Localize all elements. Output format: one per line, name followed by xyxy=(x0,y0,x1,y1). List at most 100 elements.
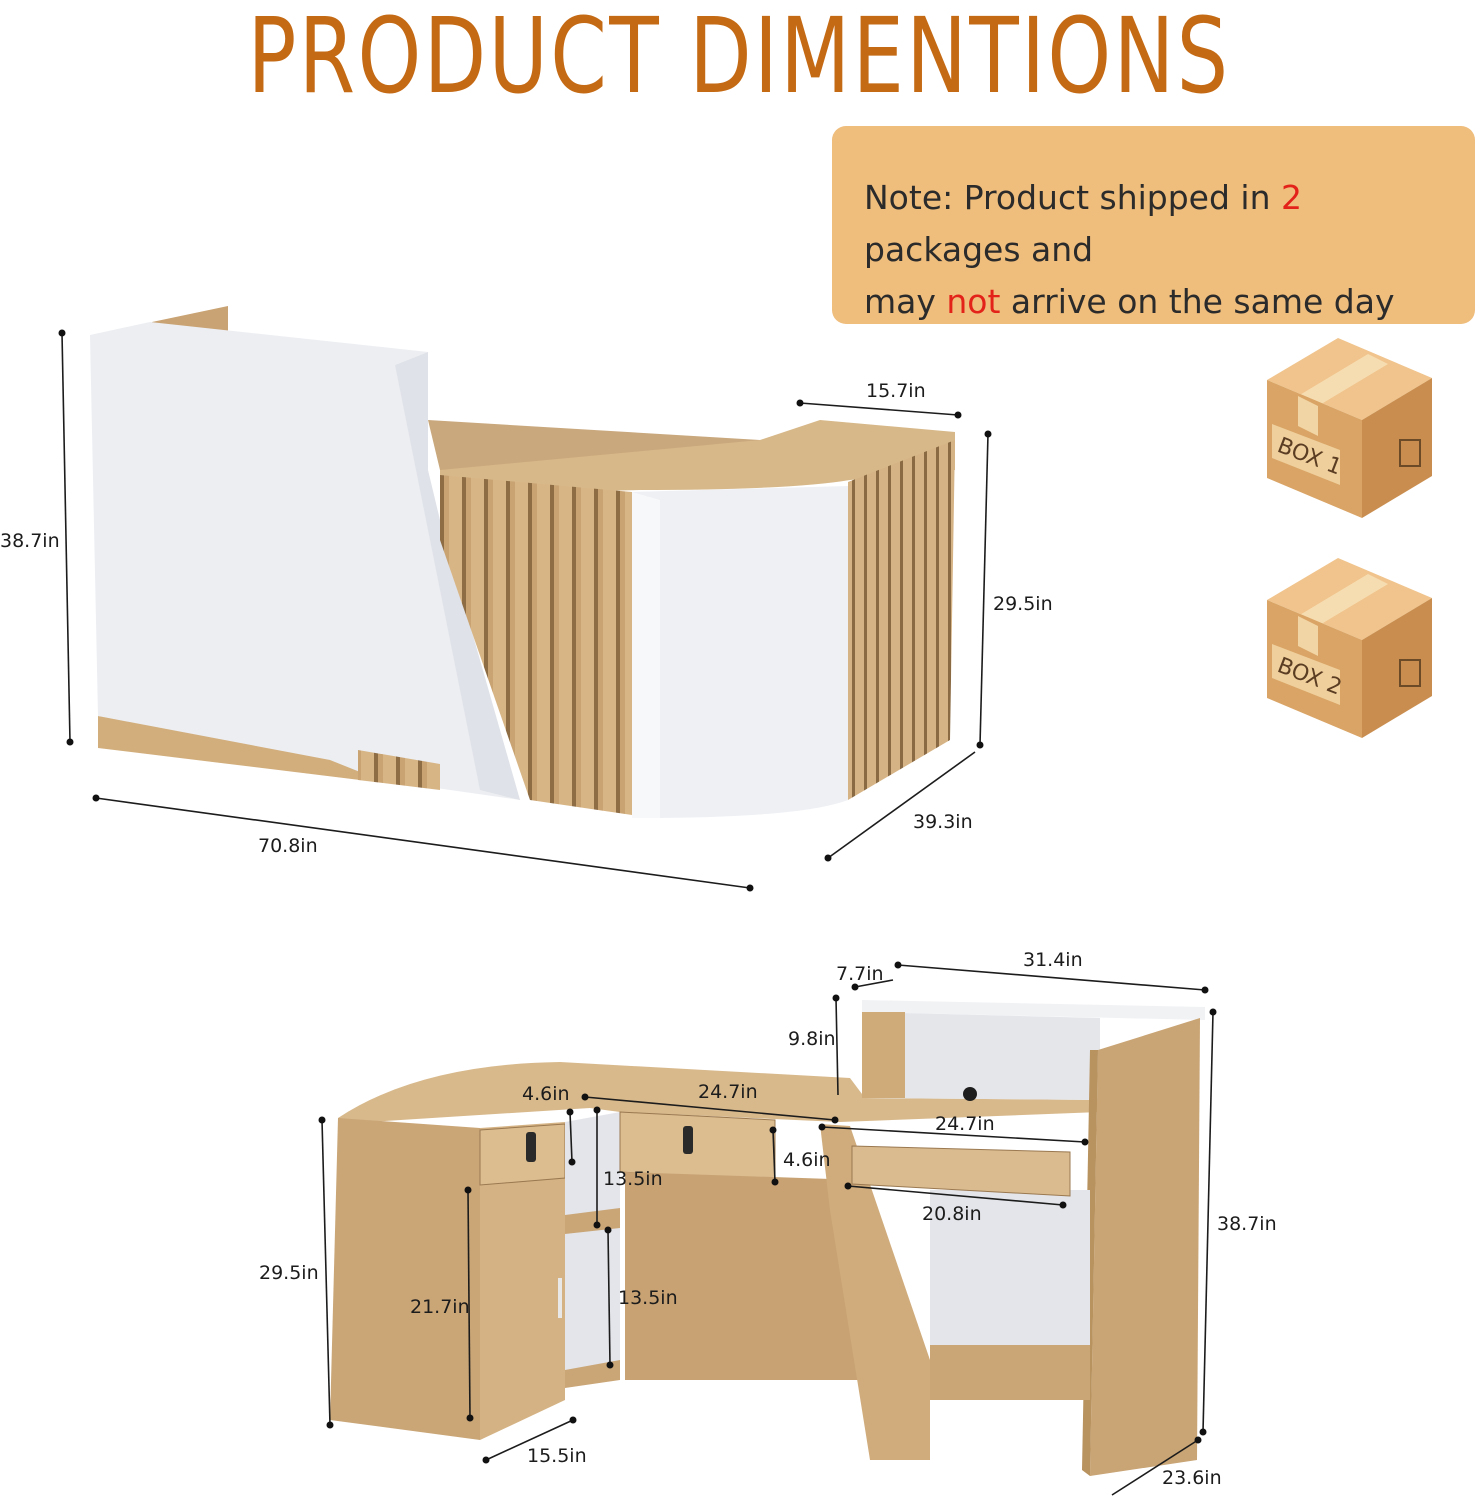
dim-endpoint xyxy=(1194,1436,1202,1444)
bottom-dimension-lines: 31.4in 7.7in 9.8in 4.6in 24.7in 24.7in 4… xyxy=(259,949,1277,1496)
dim-label-left-depth: 15.5in xyxy=(527,1445,587,1467)
box-1-tape-front xyxy=(1298,396,1318,436)
dim-endpoint xyxy=(984,430,992,438)
dim-endpoint xyxy=(844,1182,852,1190)
note-text-4: arrive on the same day xyxy=(1000,282,1395,321)
dim-endpoint xyxy=(824,854,832,862)
back-white-sheet xyxy=(930,1190,1090,1350)
note-package-count: 2 xyxy=(1281,178,1302,217)
dim-endpoint xyxy=(482,1456,490,1464)
dim-endpoint xyxy=(92,794,100,802)
dim-line-depth xyxy=(827,751,976,859)
this-side-up-icon xyxy=(1399,439,1421,467)
dim-line-span-left xyxy=(584,1096,836,1121)
note-text-3: may xyxy=(864,282,947,321)
dim-endpoint xyxy=(606,1361,614,1369)
box-1-tape xyxy=(1298,354,1388,406)
box-2-side xyxy=(1362,598,1432,738)
desk-curved-front xyxy=(632,486,848,818)
dim-line-left-depth xyxy=(485,1419,574,1461)
dim-label-keyboard-tray: 20.8in xyxy=(922,1203,982,1225)
box-2-tape-front xyxy=(1298,616,1318,656)
dim-label-left-height: 29.5in xyxy=(259,1262,319,1284)
dim-endpoint xyxy=(318,1116,326,1124)
dim-label-shelf-lower: 13.5in xyxy=(618,1287,678,1309)
dim-endpoint xyxy=(1059,1201,1067,1209)
dim-endpoint xyxy=(831,1116,839,1124)
note-not-word: not xyxy=(946,282,1001,321)
dim-endpoint xyxy=(593,1106,601,1114)
dim-endpoint xyxy=(1201,986,1209,994)
left-cabinet-front xyxy=(480,1122,565,1440)
dim-label-right-height: 29.5in xyxy=(993,593,1053,615)
dim-line-shelf-lower xyxy=(607,1229,611,1366)
dim-label-top-depth: 15.7in xyxy=(866,380,926,402)
this-side-up-icon xyxy=(1399,659,1421,687)
reception-desk-front-view xyxy=(90,306,955,818)
dim-line-top-depth xyxy=(799,402,959,416)
dim-endpoint xyxy=(954,411,962,419)
dim-endpoint xyxy=(569,1416,577,1424)
dim-endpoint xyxy=(326,1421,334,1429)
drawer-lock-icon xyxy=(683,1126,693,1154)
dim-endpoint xyxy=(832,994,840,1002)
dim-label-riser: 9.8in xyxy=(788,1028,836,1050)
dim-label-width: 70.8in xyxy=(258,835,318,857)
desk-lower-slats xyxy=(358,750,440,790)
drawer-lock-icon xyxy=(526,1132,536,1162)
dim-line-left-height xyxy=(321,1119,331,1426)
dim-line-keyboard-tray xyxy=(847,1185,1064,1206)
dim-endpoint xyxy=(58,329,66,337)
door-handle xyxy=(558,1278,562,1318)
open-shelf-back xyxy=(565,1112,620,1380)
dim-endpoint xyxy=(746,884,754,892)
dim-label-drawer-left: 4.6in xyxy=(522,1083,570,1105)
dim-line-riser xyxy=(835,997,839,1096)
dim-endpoint xyxy=(1209,1008,1217,1016)
reception-desk-back-view xyxy=(330,1000,1205,1476)
dim-endpoint xyxy=(771,1178,779,1186)
dim-label-right-height: 38.7in xyxy=(1217,1213,1277,1235)
desk-side-slats xyxy=(848,440,955,800)
left-cabinet-side xyxy=(330,1118,480,1440)
slanted-support-panel xyxy=(820,1124,930,1460)
dim-endpoint xyxy=(818,1123,826,1131)
center-modesty-panel xyxy=(625,1172,860,1380)
dim-endpoint xyxy=(604,1226,612,1234)
dim-endpoint xyxy=(851,983,859,991)
hutch-side xyxy=(862,1012,905,1098)
dim-line-height xyxy=(61,332,71,743)
shelf-board-lower xyxy=(565,1360,620,1388)
dim-line-top-width xyxy=(897,964,1206,991)
dim-line-right-height xyxy=(1202,1011,1214,1433)
back-lower-rail xyxy=(930,1345,1090,1400)
hutch-back xyxy=(862,1012,1100,1100)
dim-label-cabinet-door: 21.7in xyxy=(410,1296,470,1318)
box-2-tape xyxy=(1298,574,1388,626)
dim-endpoint xyxy=(796,399,804,407)
dim-endpoint xyxy=(1081,1138,1089,1146)
dim-line-right-height xyxy=(979,433,989,746)
dim-line-cabinet-door xyxy=(467,1189,471,1419)
dim-line-drawer-left xyxy=(569,1111,573,1163)
dim-line-width xyxy=(95,797,751,889)
box-1-side xyxy=(1362,378,1432,518)
desk-front-highlight xyxy=(632,492,660,818)
hutch-white-top xyxy=(862,1000,1205,1020)
dim-endpoint xyxy=(566,1108,574,1116)
keyboard-tray xyxy=(851,1145,1071,1197)
dim-endpoint xyxy=(1199,1428,1207,1436)
box-2-label xyxy=(1272,644,1340,705)
dim-label-top-depth: 7.7in xyxy=(836,963,884,985)
dim-label-height: 38.7in xyxy=(0,530,60,552)
dim-line-right-depth xyxy=(1111,1439,1199,1496)
dim-line-span-right xyxy=(821,1126,1086,1143)
dim-label-drawer-mid: 4.6in xyxy=(783,1149,831,1171)
dim-endpoint xyxy=(769,1126,777,1134)
top-dimension-lines: 38.7in 70.8in 15.7in 29.5in 39.3in xyxy=(0,329,1053,892)
desk-center-slats xyxy=(440,475,632,815)
dim-endpoint xyxy=(66,738,74,746)
note-text-2: packages and xyxy=(864,230,1094,269)
right-side-panel xyxy=(1090,1018,1200,1476)
